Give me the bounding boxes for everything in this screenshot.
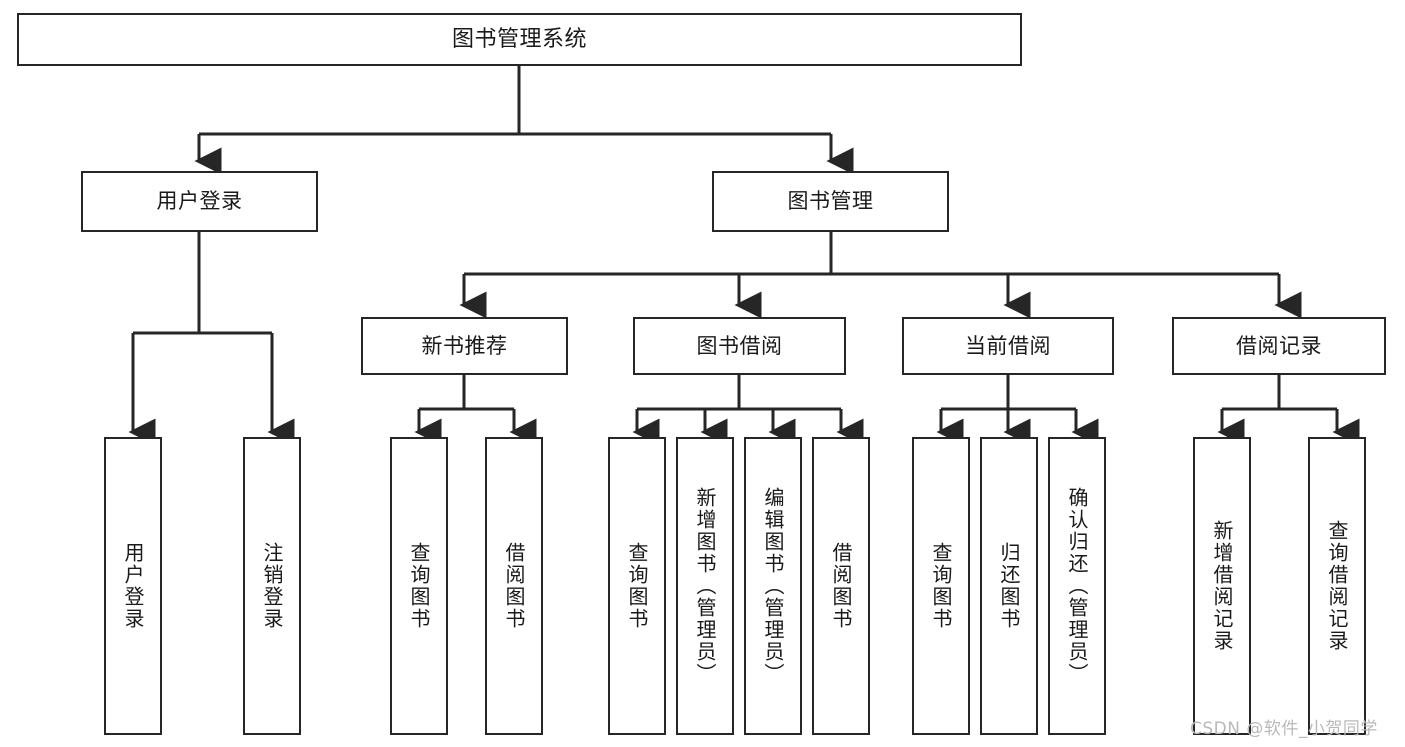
node-current-borrow-label: 当前借阅 [965, 333, 1051, 358]
node-leaf-borrow-record-add-label: 新增借阅记录 [1210, 520, 1234, 652]
node-leaf-book-borrow-add-label: 新增图书（管理员） [693, 487, 717, 685]
node-leaf-book-borrow-add[interactable]: 新增图书（管理员） [676, 437, 734, 735]
node-leaf-user-login-login-label: 用户登录 [121, 542, 145, 630]
node-borrow-record[interactable]: 借阅记录 [1172, 317, 1386, 375]
node-leaf-borrow-record-query[interactable]: 查询借阅记录 [1308, 437, 1366, 735]
node-leaf-book-borrow-borrow[interactable]: 借阅图书 [812, 437, 870, 735]
node-leaf-borrow-record-query-label: 查询借阅记录 [1325, 520, 1349, 652]
node-leaf-current-borrow-return[interactable]: 归还图书 [980, 437, 1038, 735]
node-book-manage-label: 图书管理 [787, 189, 874, 214]
node-leaf-new-book-borrow-label: 借阅图书 [502, 542, 526, 630]
node-new-book-recommend-label: 新书推荐 [421, 333, 508, 358]
node-root-system-label: 图书管理系统 [451, 26, 587, 52]
node-leaf-borrow-record-add[interactable]: 新增借阅记录 [1193, 437, 1251, 735]
node-leaf-current-borrow-return-label: 归还图书 [997, 542, 1021, 630]
node-leaf-new-book-query[interactable]: 查询图书 [390, 437, 448, 735]
node-leaf-current-borrow-confirm-label: 确认归还（管理员） [1065, 487, 1089, 685]
node-borrow-record-label: 借阅记录 [1236, 333, 1322, 358]
node-leaf-user-login-logout-label: 注销登录 [260, 542, 284, 630]
node-leaf-user-login-login[interactable]: 用户登录 [104, 437, 162, 735]
node-user-login[interactable]: 用户登录 [81, 171, 318, 232]
node-leaf-book-borrow-edit[interactable]: 编辑图书（管理员） [744, 437, 802, 735]
node-leaf-book-borrow-edit-label: 编辑图书（管理员） [761, 487, 785, 685]
node-book-borrow-label: 图书借阅 [696, 333, 783, 358]
node-current-borrow[interactable]: 当前借阅 [902, 317, 1114, 375]
node-new-book-recommend[interactable]: 新书推荐 [361, 317, 568, 375]
node-leaf-current-borrow-query-label: 查询图书 [929, 542, 953, 630]
node-leaf-current-borrow-query[interactable]: 查询图书 [912, 437, 970, 735]
node-leaf-user-login-logout[interactable]: 注销登录 [243, 437, 301, 735]
node-leaf-book-borrow-query-label: 查询图书 [625, 542, 649, 630]
node-leaf-current-borrow-confirm[interactable]: 确认归还（管理员） [1048, 437, 1106, 735]
node-leaf-book-borrow-query[interactable]: 查询图书 [608, 437, 666, 735]
node-leaf-book-borrow-borrow-label: 借阅图书 [829, 542, 853, 630]
node-user-login-label: 用户登录 [156, 189, 243, 214]
node-leaf-new-book-borrow[interactable]: 借阅图书 [485, 437, 543, 735]
node-leaf-new-book-query-label: 查询图书 [407, 542, 431, 630]
node-root-system[interactable]: 图书管理系统 [17, 13, 1022, 66]
node-book-manage[interactable]: 图书管理 [712, 171, 949, 232]
node-book-borrow[interactable]: 图书借阅 [633, 317, 846, 375]
